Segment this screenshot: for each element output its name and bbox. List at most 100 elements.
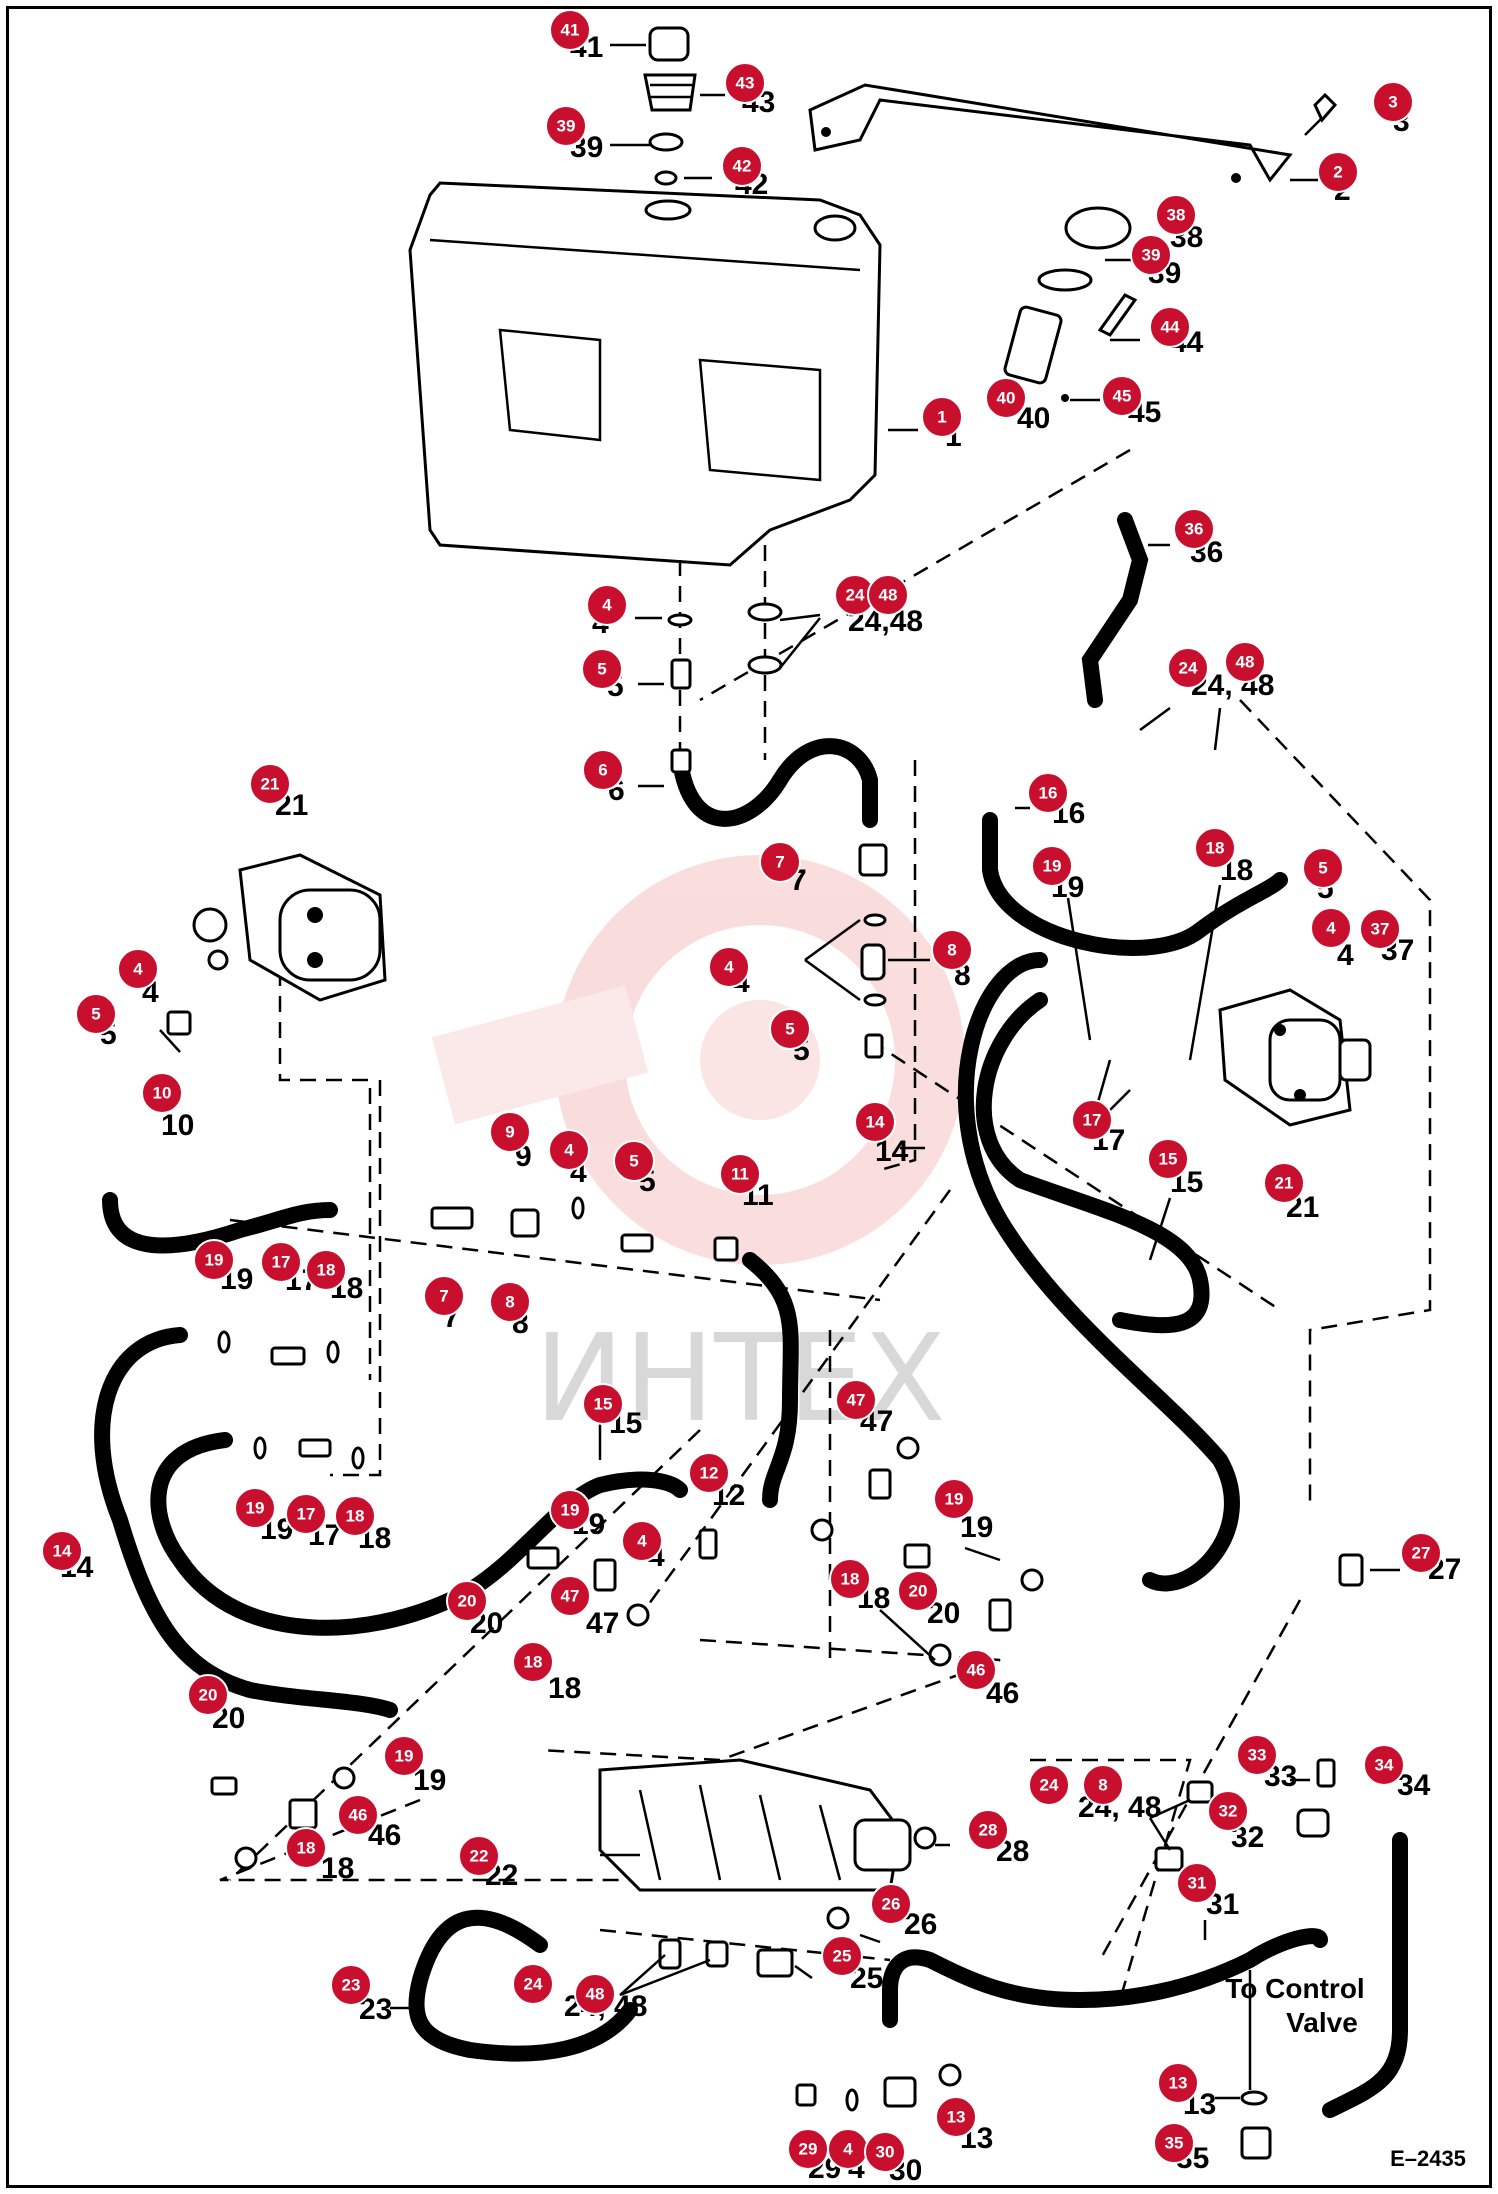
callout-badge[interactable]: 20 — [446, 1580, 488, 1622]
callout-badge[interactable]: 8 — [489, 1281, 531, 1323]
callout-badge[interactable]: 5 — [581, 648, 623, 690]
callout-badge[interactable]: 47 — [549, 1575, 591, 1617]
callout-badge-number: 35 — [1165, 2134, 1184, 2153]
callout-badge[interactable]: 19 — [1031, 845, 1073, 887]
callout-badge[interactable]: 21 — [249, 763, 291, 805]
callout-badge[interactable]: 35 — [1153, 2122, 1195, 2164]
callout-badge[interactable]: 11 — [719, 1153, 761, 1195]
callout-badge[interactable]: 31 — [1176, 1862, 1218, 1904]
callout-badge[interactable]: 13 — [935, 2096, 977, 2138]
callout-badge[interactable]: 14 — [41, 1530, 83, 1572]
callout-badge[interactable]: 24 — [1167, 647, 1209, 689]
callout-badge[interactable]: 9 — [489, 1111, 531, 1153]
callout-badge[interactable]: 5 — [769, 1008, 811, 1050]
callout-badge[interactable]: 12 — [688, 1452, 730, 1494]
callout-badge[interactable]: 30 — [864, 2131, 906, 2173]
callout-badge[interactable]: 45 — [1101, 375, 1143, 417]
callout-badge[interactable]: 48 — [574, 1973, 616, 2015]
callout-badge[interactable]: 46 — [955, 1649, 997, 1691]
callout-badge[interactable]: 10 — [141, 1072, 183, 1114]
callout-badge[interactable]: 16 — [1027, 772, 1069, 814]
callout-badge[interactable]: 18 — [305, 1249, 347, 1291]
callout-badge[interactable]: 4 — [117, 948, 159, 990]
callout-badge[interactable]: 22 — [458, 1835, 500, 1877]
callout-badge[interactable]: 32 — [1207, 1790, 1249, 1832]
callout-badge[interactable]: 19 — [234, 1487, 276, 1529]
callout-badge-circle — [1310, 907, 1352, 949]
callout-badge-circle — [933, 1478, 975, 1520]
callout-badge[interactable]: 33 — [1236, 1734, 1278, 1776]
small-fittings — [166, 602, 1364, 2160]
callout-badge[interactable]: 47 — [835, 1379, 877, 1421]
callout-badge[interactable]: 25 — [821, 1935, 863, 1977]
callout-badge[interactable]: 8 — [931, 929, 973, 971]
callout-badge[interactable]: 48 — [867, 574, 909, 616]
callout-badge[interactable]: 19 — [383, 1735, 425, 1777]
callout-badge[interactable]: 44 — [1149, 306, 1191, 348]
callout-badge[interactable]: 17 — [260, 1241, 302, 1283]
callout-badge[interactable]: 17 — [1071, 1099, 1113, 1141]
callout-badge[interactable]: 19 — [193, 1239, 235, 1281]
callout-badge[interactable]: 5 — [1302, 847, 1344, 889]
callout-badge[interactable]: 19 — [933, 1478, 975, 1520]
callout-badge-circle — [931, 929, 973, 971]
callout-badge[interactable]: 7 — [423, 1275, 465, 1317]
callout-badge-circle — [867, 574, 909, 616]
callout-badge[interactable]: 29 — [787, 2128, 829, 2170]
callout-badge[interactable]: 36 — [1173, 508, 1215, 550]
callout-badge-number: 24 — [524, 1975, 543, 1994]
callout-badge-number: 10 — [153, 1084, 172, 1103]
callout-badge[interactable]: 6 — [582, 749, 624, 791]
callout-badge[interactable]: 46 — [337, 1794, 379, 1836]
callout-badge[interactable]: 24 — [1028, 1764, 1070, 1806]
callout-badge[interactable]: 40 — [985, 377, 1027, 419]
callout-badge[interactable]: 21 — [1263, 1162, 1305, 1204]
callout-badge-circle — [1359, 908, 1401, 950]
callout-badge[interactable]: 8 — [1082, 1764, 1124, 1806]
callout-badge[interactable]: 41 — [549, 9, 591, 51]
callout-badge[interactable]: 18 — [285, 1827, 327, 1869]
callout-badge[interactable]: 1 — [921, 396, 963, 438]
pump-right — [1218, 988, 1372, 1127]
callout-badge[interactable]: 4 — [548, 1129, 590, 1171]
callout-badge[interactable]: 4 — [586, 584, 628, 626]
callout-badge[interactable]: 3 — [1372, 81, 1414, 123]
callout-badge[interactable]: 39 — [1130, 234, 1172, 276]
callout-badge[interactable]: 34 — [1363, 1744, 1405, 1786]
callout-badge-circle — [582, 1383, 624, 1425]
callout-badge[interactable]: 37 — [1359, 908, 1401, 950]
callout-badge[interactable]: 23 — [330, 1964, 372, 2006]
callout-badge[interactable]: 14 — [854, 1101, 896, 1143]
callout-badge-circle — [621, 1520, 663, 1562]
callout-badge[interactable]: 27 — [1400, 1532, 1442, 1574]
callout-badge[interactable]: 17 — [285, 1493, 327, 1535]
callout-badge[interactable]: 26 — [870, 1883, 912, 1925]
callout-badge[interactable]: 28 — [967, 1809, 1009, 1851]
callout-badge[interactable]: 43 — [724, 62, 766, 104]
callout-badge[interactable]: 5 — [613, 1140, 655, 1182]
callout-badge-circle — [1147, 1138, 1189, 1180]
callout-badge[interactable]: 18 — [829, 1558, 871, 1600]
callout-badge[interactable]: 4 — [1310, 907, 1352, 949]
callout-badge[interactable]: 48 — [1224, 641, 1266, 683]
callout-badge[interactable]: 19 — [549, 1489, 591, 1531]
callout-badge[interactable]: 18 — [512, 1641, 554, 1683]
callout-badge-number: 25 — [833, 1947, 852, 1966]
callout-badge[interactable]: 7 — [759, 841, 801, 883]
callout-badge[interactable]: 2 — [1317, 151, 1359, 193]
callout-badge[interactable]: 20 — [187, 1674, 229, 1716]
callout-badge[interactable]: 18 — [334, 1495, 376, 1537]
callout-badge[interactable]: 4 — [621, 1520, 663, 1562]
callout-badge[interactable]: 15 — [1147, 1138, 1189, 1180]
callout-badge[interactable]: 20 — [897, 1570, 939, 1612]
callout-badge[interactable]: 18 — [1194, 827, 1236, 869]
callout-badge[interactable]: 38 — [1155, 194, 1197, 236]
callout-badge[interactable]: 4 — [708, 946, 750, 988]
callout-badge[interactable]: 13 — [1157, 2062, 1199, 2104]
callout-badge[interactable]: 39 — [545, 105, 587, 147]
callout-badge[interactable]: 4 — [827, 2128, 869, 2170]
callout-badge[interactable]: 5 — [75, 993, 117, 1035]
callout-badge[interactable]: 24 — [512, 1963, 554, 2005]
callout-badge[interactable]: 42 — [721, 145, 763, 187]
callout-badge[interactable]: 15 — [582, 1383, 624, 1425]
